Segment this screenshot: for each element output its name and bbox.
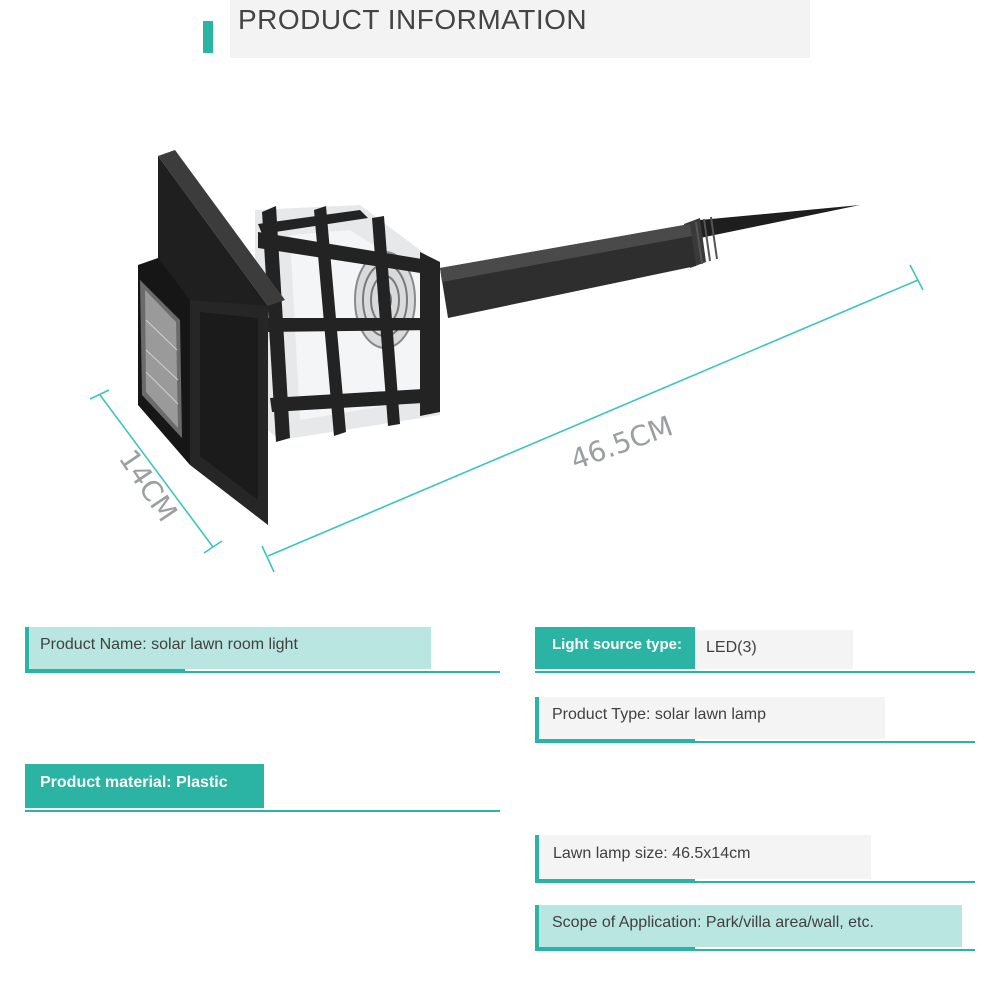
spec-product-name-panel: Product Name: solar lawn room light [25, 627, 431, 669]
stake-spike [700, 205, 860, 238]
product-name-text: Product Name: solar lawn room light [40, 636, 298, 653]
length-dimension-label: 46.5CM [566, 409, 677, 476]
product-type-panel: Product Type: solar lawn lamp [535, 697, 885, 739]
width-dimension-label: 14CM [112, 443, 184, 527]
material-text: Product material: Plastic [40, 774, 228, 791]
page-title: PRODUCT INFORMATION [238, 4, 588, 35]
material-panel: Product material: Plastic [25, 764, 264, 808]
light-source-value-panel: LED(3) [695, 630, 853, 669]
light-source-label-panel: Light source type: [535, 627, 695, 669]
stake-pole [440, 224, 696, 318]
size-text: Lawn lamp size: 46.5x14cm [553, 845, 751, 862]
product-image: 46.5CM 14CM [89, 150, 924, 573]
product-type-text: Product Type: solar lawn lamp [552, 706, 767, 723]
scope-text: Scope of Application: Park/villa area/wa… [552, 914, 874, 931]
light-source-label: Light source type: [552, 636, 683, 653]
size-panel: Lawn lamp size: 46.5x14cm [535, 835, 871, 879]
scope-panel: Scope of Application: Park/villa area/wa… [535, 905, 962, 947]
solar-cap [138, 150, 285, 525]
dimension-line-width [89, 389, 223, 554]
lantern-lattice [258, 206, 440, 442]
light-source-value: LED(3) [706, 639, 757, 656]
header-banner: PRODUCT INFORMATION [230, 0, 810, 58]
dimension-line-length [261, 264, 924, 573]
header-accent-bar [203, 21, 213, 53]
